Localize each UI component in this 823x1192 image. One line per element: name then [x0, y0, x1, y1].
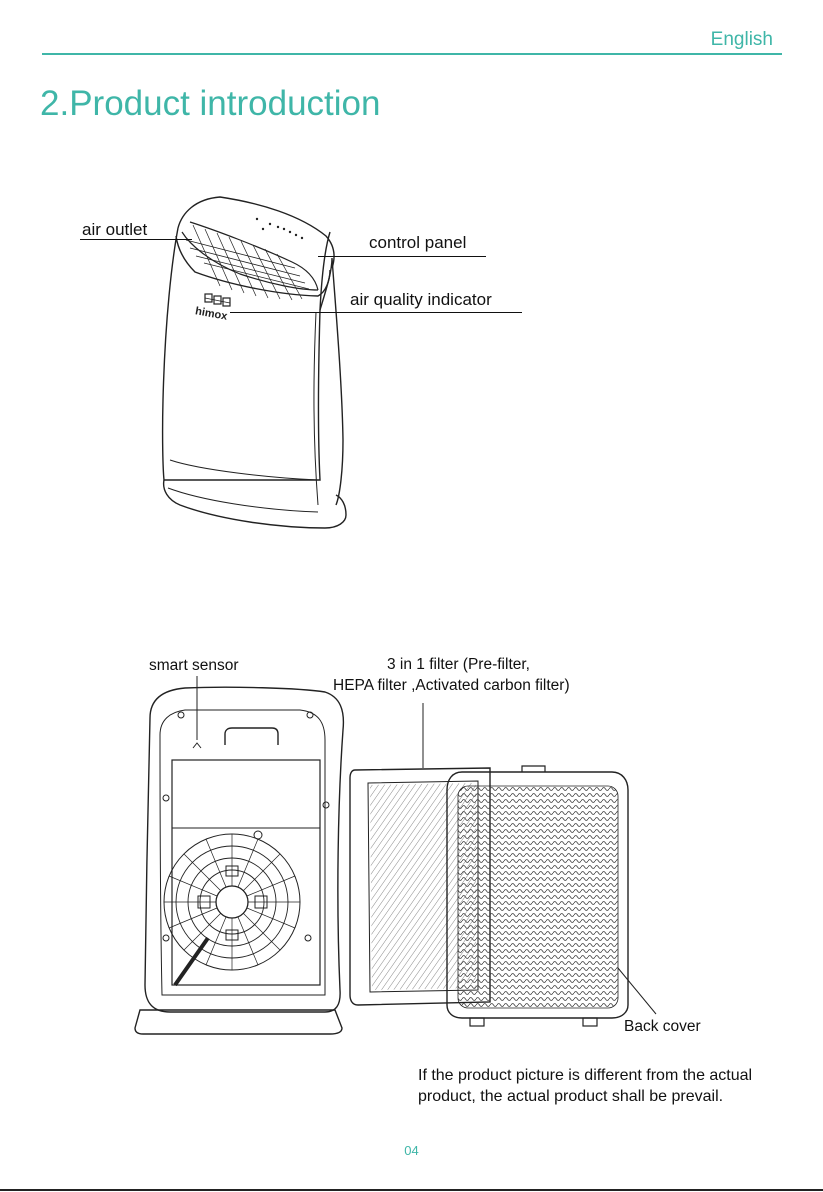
- smart-sensor-label: smart sensor: [149, 657, 239, 675]
- disclaimer-note: If the product picture is different from…: [418, 1065, 752, 1107]
- disclaimer-line1: If the product picture is different from…: [418, 1065, 752, 1086]
- footer-divider: [0, 1189, 823, 1191]
- disclaimer-line2: product, the actual product shall be pre…: [418, 1086, 752, 1107]
- filter-label-line2: HEPA filter ,Activated carbon filter): [333, 677, 570, 695]
- fan-assembly: [164, 834, 300, 985]
- page-number: 04: [0, 1143, 823, 1158]
- back-cover: [447, 766, 628, 1026]
- filter-label-line1: 3 in 1 filter (Pre-filter,: [387, 656, 530, 674]
- back-cover-label: Back cover: [624, 1018, 701, 1036]
